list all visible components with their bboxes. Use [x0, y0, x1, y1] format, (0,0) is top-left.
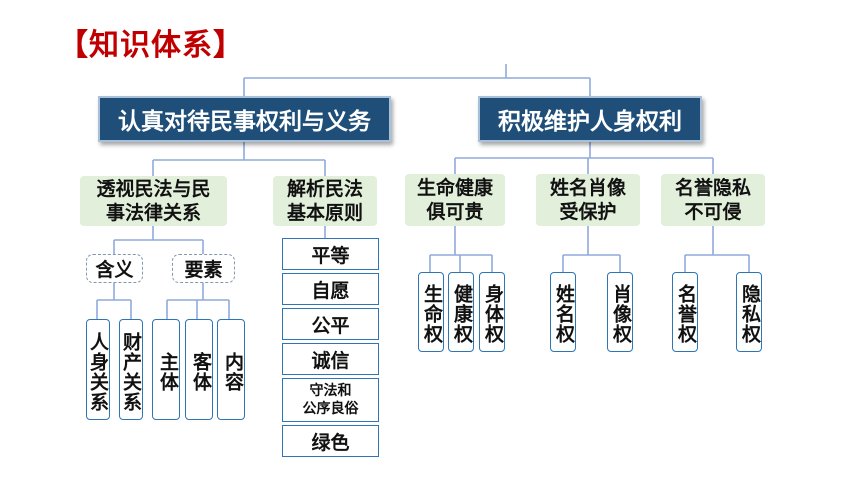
leaf-subject: 主体: [152, 319, 180, 420]
leaf-right-to-reputation: 名誉权: [672, 272, 698, 352]
leaf-property-relation: 财产关系: [119, 319, 143, 420]
leaf-right-to-life: 生命权: [418, 272, 444, 352]
group-reputation-privacy-box: 名誉隐私 不可侵: [661, 174, 765, 226]
leaf-right-to-body: 身体权: [479, 272, 505, 352]
principle-honesty: 诚信: [282, 343, 379, 375]
leaf-right-to-name: 姓名权: [550, 272, 576, 352]
principle-law-morality: 守法和 公序良俗: [282, 378, 379, 422]
principle-fairness: 公平: [282, 308, 379, 340]
leaf-right-to-portrait: 肖像权: [607, 272, 633, 352]
branch-left-box: 认真对待民事权利与义务: [98, 96, 391, 142]
leaf-right-to-privacy: 隐私权: [736, 272, 762, 352]
principle-equality: 平等: [282, 238, 379, 270]
elements-box: 要素: [172, 254, 235, 283]
principle-green: 绿色: [282, 425, 379, 457]
principle-voluntary: 自愿: [282, 273, 379, 305]
branch-right-box: 积极维护人身权利: [478, 96, 702, 142]
meaning-box: 含义: [86, 254, 143, 283]
leaf-right-to-health: 健康权: [448, 272, 474, 352]
group-life-health-box: 生命健康 俱可贵: [405, 174, 505, 226]
leaf-object: 客体: [185, 319, 213, 420]
group-name-portrait-box: 姓名肖像 受保护: [536, 174, 640, 226]
sub-civil-law-box: 透视民法与民 事法律关系: [80, 176, 227, 226]
sub-principles-box: 解析民法 基本原则: [273, 176, 377, 226]
page-title: 【知识体系】: [58, 28, 244, 63]
leaf-content: 内容: [217, 319, 245, 420]
leaf-personal-relation: 人身关系: [86, 319, 110, 420]
